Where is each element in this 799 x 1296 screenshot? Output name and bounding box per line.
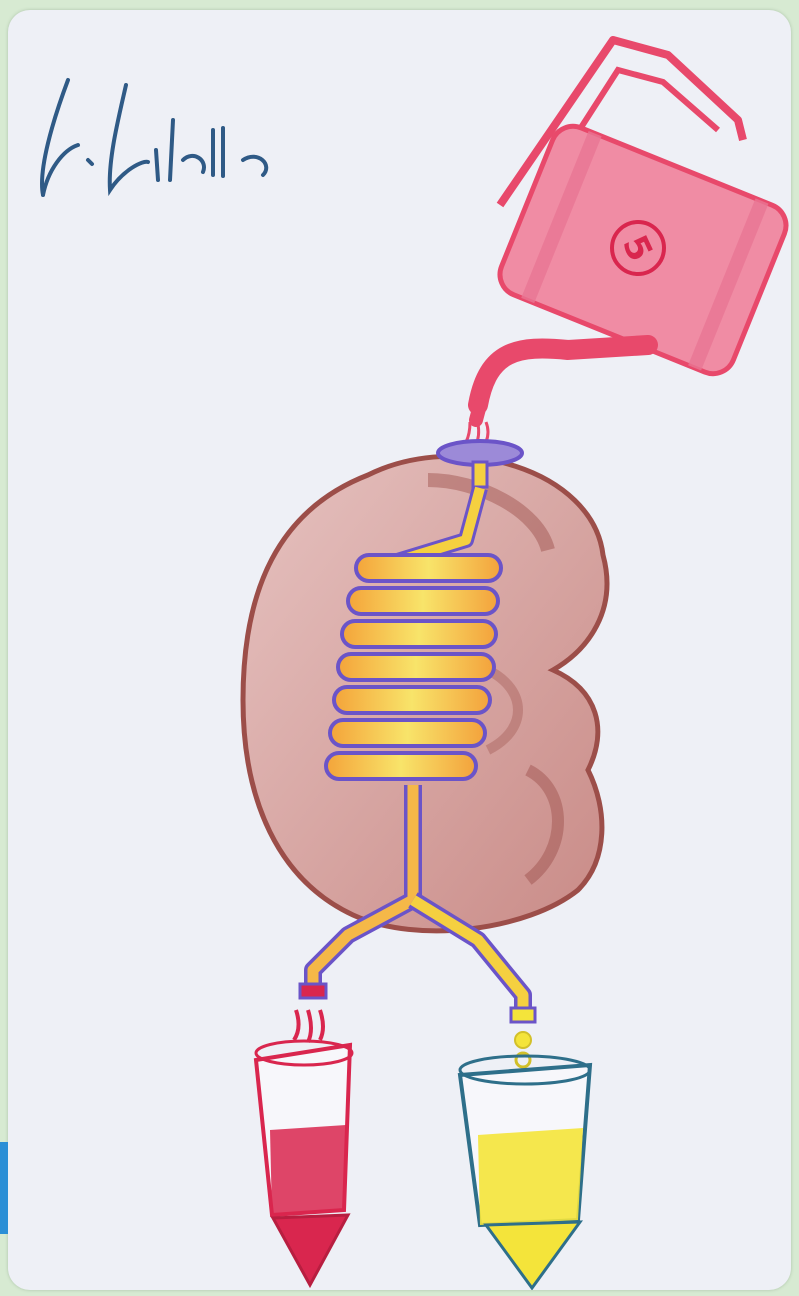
blood-tube [256, 1041, 352, 1285]
edge-tab [0, 1142, 8, 1234]
drawing-paper: 5 [8, 10, 791, 1290]
signature [42, 80, 266, 195]
urine-tube [460, 1056, 590, 1288]
container-illustration: 5 [466, 40, 791, 444]
illustration: 5 [8, 10, 791, 1290]
